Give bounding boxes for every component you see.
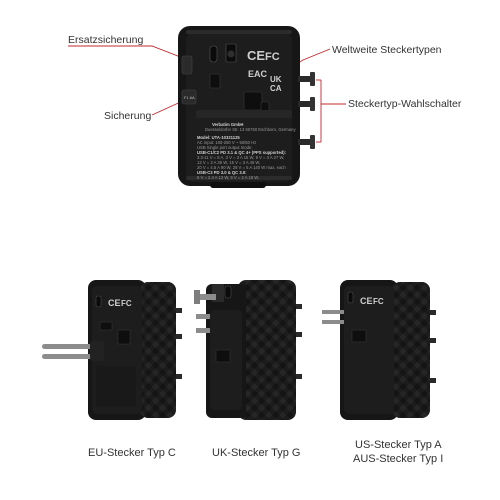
svg-text:Duesseldorfer Str. 13 65760 Es: Duesseldorfer Str. 13 65760 Eschborn, Ge… [205,127,296,132]
svg-text:FC: FC [265,51,280,63]
uk-adapter [194,280,302,420]
device-spec-label: Verbatim GmbH Duesseldorfer Str. 13 6576… [197,122,296,180]
svg-text:CE: CE [360,296,373,306]
svg-text:3.3-11 V = 5 A, 3 V = 3 A 15 W: 3.3-11 V = 5 A, 3 V = 3 A 15 W, 9 V = 3 … [197,155,284,160]
us-aus-adapter: CE FC [322,280,436,420]
svg-text:CE: CE [247,48,265,63]
svg-text:USB Single port output mode:: USB Single port output mode: [197,145,252,150]
fuse-slot [181,89,197,105]
caption-eu-plug: EU-Stecker Typ C [88,447,176,459]
svg-text:12 V = 3 A 36 W, 15 V = 3 A 45: 12 V = 3 A 36 W, 15 V = 3 A 45 W, [197,160,260,165]
label-ersatzsicherung: Ersatzsicherung [68,34,144,46]
svg-text:AC input: 100-250 V ~ 50/60 Hz: AC input: 100-250 V ~ 50/60 Hz [197,140,256,145]
svg-text:EAC: EAC [248,69,268,79]
label-sicherung: Sicherung [104,110,152,122]
bottom-adapters-illustration: CE FC [42,280,436,420]
spare-fuse-slot [181,55,193,75]
label-steckertyp-wahlschalter: Steckertyp-Wahlschalter [348,98,462,110]
plug-selector-switches [298,72,315,149]
caption-aus-plug: AUS-Stecker Typ I [353,453,444,465]
label-weltweite-steckertypen: Weltweite Steckertypen [332,44,442,56]
eu-adapter: CE FC [42,280,182,420]
svg-text:CA: CA [270,84,282,93]
svg-text:20 V = 4.5 A 90 W, 28 V = 5 A: 20 V = 4.5 A 90 W, 28 V = 5 A 140 W max.… [197,165,286,170]
svg-text:F1.6A: F1.6A [184,95,195,100]
svg-text:5 V = 2.4 A 12 W, 9 V = 2 A 18: 5 V = 2.4 A 12 W, 9 V = 2 A 18 W, [197,175,259,180]
svg-text:CE: CE [108,298,121,308]
callout-line-ersatzsicherung [68,45,189,61]
caption-us-plug: US-Stecker Typ A [355,439,442,451]
svg-text:USB-C3 PD 3.0 & QC 3.0:: USB-C3 PD 3.0 & QC 3.0: [197,170,247,175]
svg-text:USB-C1/C2 PD 3.1 & QC 4+ (PPS: USB-C1/C2 PD 3.1 & QC 4+ (PPS supported)… [197,150,286,155]
svg-text:UK: UK [270,75,282,84]
usb-c-port-1 [209,45,218,63]
svg-text:FC: FC [121,299,132,308]
svg-text:Verbatim GmbH: Verbatim GmbH [212,122,243,127]
caption-uk-plug: UK-Stecker Typ G [212,447,301,459]
svg-text:FC: FC [373,297,384,306]
svg-text:Model: UTA-10321125: Model: UTA-10321125 [197,135,240,140]
